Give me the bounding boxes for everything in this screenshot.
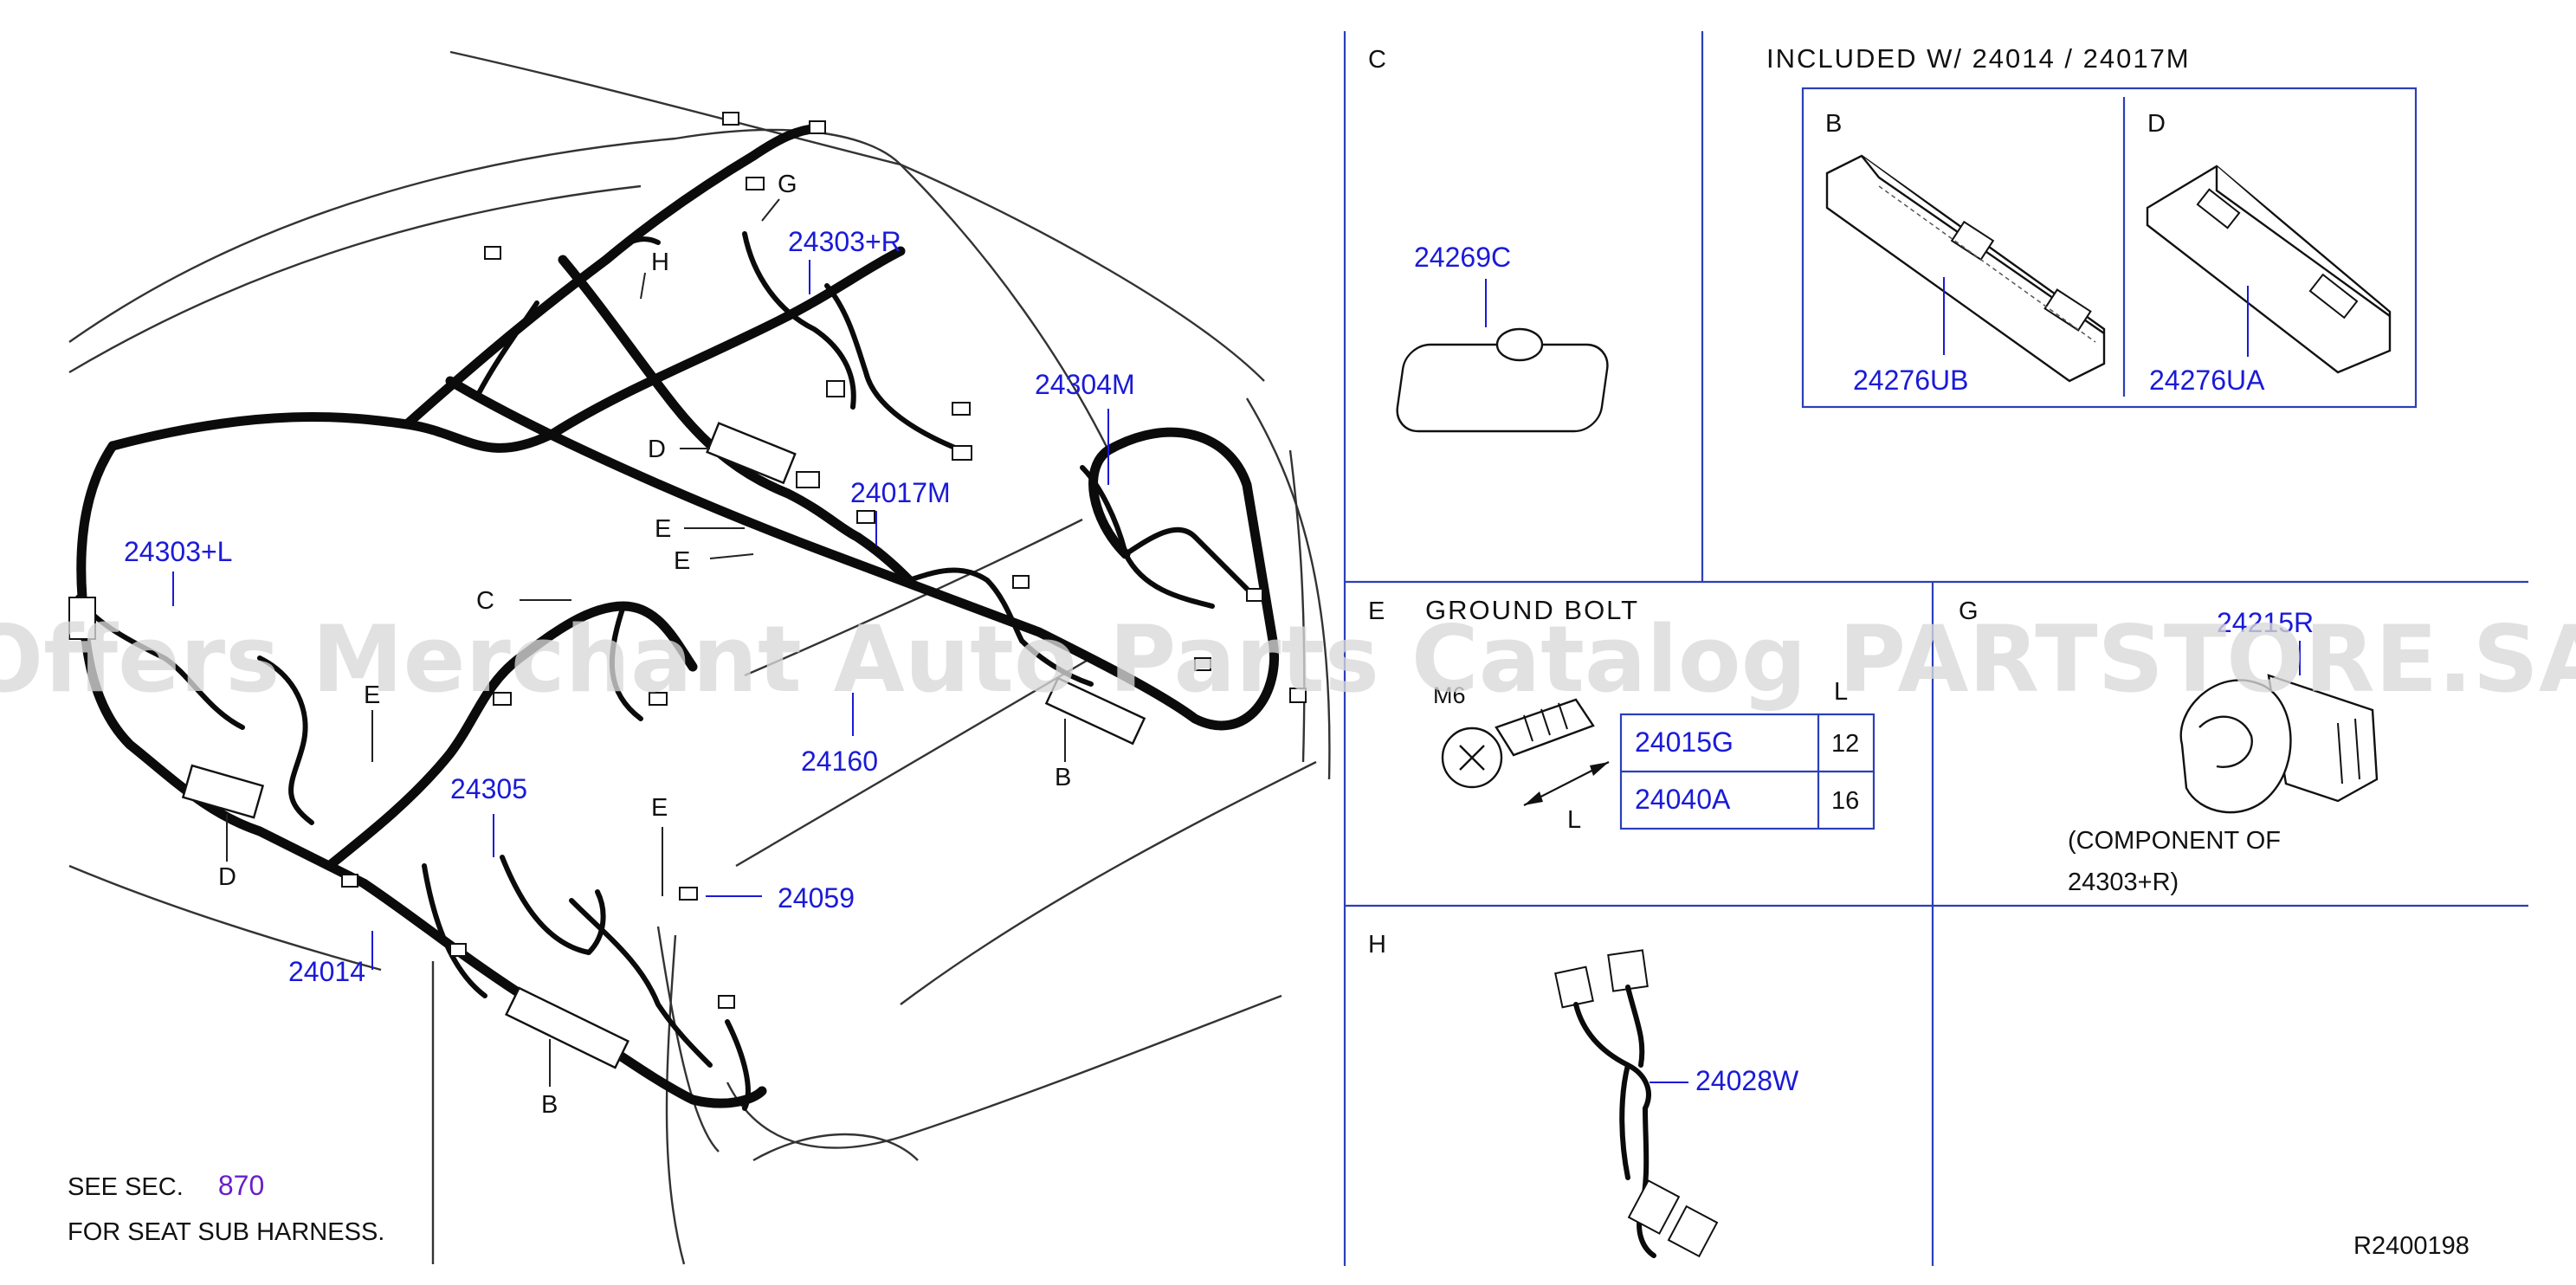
component-of-note-line2: 24303+R) <box>2068 869 2179 896</box>
included-letter-d: D <box>2147 110 2166 138</box>
detail-letter-e-left: E <box>364 681 380 709</box>
callout-24160[interactable]: 24160 <box>801 746 878 777</box>
bolt-table-part-24040A[interactable]: 24040A <box>1635 784 1731 815</box>
detail-letter-e-lower: E <box>651 794 668 822</box>
bolt-table-length-12: 12 <box>1831 730 1859 758</box>
component-of-note-line1: (COMPONENT OF <box>2068 827 2281 855</box>
diagram-code: R2400198 <box>2353 1232 2469 1260</box>
section-870-link[interactable]: 870 <box>218 1170 264 1201</box>
callout-24028W[interactable]: 24028W <box>1695 1065 1799 1096</box>
detail-letter-d-upper: D <box>648 436 666 463</box>
ground-bolt-title: GROUND BOLT <box>1425 595 1639 625</box>
see-section-prefix: SEE SEC. <box>68 1173 184 1201</box>
detail-letter-b-right: B <box>1055 764 1071 791</box>
bolt-table-part-24015G[interactable]: 24015G <box>1635 726 1733 758</box>
detail-letter-b-lower: B <box>541 1091 558 1119</box>
wiring-harness <box>68 112 1307 1111</box>
see-section-note: SEE SEC. 870 <box>68 1170 264 1201</box>
detail-letter-d-lower: D <box>218 863 236 891</box>
callout-24276UA[interactable]: 24276UA <box>2149 365 2265 396</box>
callout-24276UB[interactable]: 24276UB <box>1853 365 1968 396</box>
callout-24014[interactable]: 24014 <box>288 956 365 987</box>
main-diagram-labels: 24303+R 24304M 24017M 24303+L 24160 2430… <box>68 171 1135 1246</box>
bolt-table-length-16: 16 <box>1831 787 1859 815</box>
bolt-dim-label: L <box>1567 806 1581 834</box>
panel-g-letter: G <box>1959 597 1979 625</box>
callout-24017M[interactable]: 24017M <box>850 477 951 508</box>
included-letter-b: B <box>1825 110 1842 138</box>
panel-c: C 24269C <box>1368 46 1609 433</box>
seat-sub-harness-note: FOR SEAT SUB HARNESS. <box>68 1218 384 1246</box>
protector-d <box>2146 165 2392 374</box>
bolt-shank <box>1495 698 1595 757</box>
callout-24305[interactable]: 24305 <box>450 773 527 804</box>
watermark-text: Offers Merchant Auto Parts Catalog PARTS… <box>0 606 2576 713</box>
panel-h-letter: H <box>1368 931 1386 959</box>
callout-24269C[interactable]: 24269C <box>1414 242 1511 273</box>
included-header: INCLUDED W/ 24014 / 24017M <box>1766 43 2191 74</box>
detail-letter-e-second: E <box>674 547 690 575</box>
panel-e-letter: E <box>1368 597 1385 625</box>
callout-24059[interactable]: 24059 <box>778 882 855 914</box>
callout-24303R[interactable]: 24303+R <box>788 226 901 257</box>
detail-letter-g: G <box>778 171 797 198</box>
callout-24304M[interactable]: 24304M <box>1035 369 1135 400</box>
panel-g: G 24215R (COMPONENT OF 24303+R) <box>1959 597 2379 896</box>
grommet-hole <box>1495 327 1544 362</box>
protector-b <box>1825 154 2106 383</box>
included-box <box>1801 87 2418 409</box>
panel-grid <box>1343 31 2528 1266</box>
detail-letter-h: H <box>651 249 669 276</box>
callout-24303L[interactable]: 24303+L <box>124 536 232 567</box>
grommet-part <box>1396 343 1609 433</box>
vehicle-body-outline <box>68 50 1331 1265</box>
callout-leaders <box>172 198 1109 1087</box>
length-column-header: L <box>1834 678 1848 706</box>
detail-letter-c: C <box>476 587 494 615</box>
callout-24215R[interactable]: 24215R <box>2217 607 2314 638</box>
detail-letter-e-upper: E <box>655 515 671 543</box>
panel-e: E GROUND BOLT M6 L L 24015G 12 24040A 16 <box>1368 595 1876 834</box>
panel-h: H 24028W <box>1368 931 1799 1258</box>
panel-c-letter: C <box>1368 46 1386 74</box>
bolt-size-label: M6 <box>1433 682 1466 708</box>
panel-included: INCLUDED W/ 24014 / 24017M B 24276UB D 2… <box>1766 43 2418 409</box>
